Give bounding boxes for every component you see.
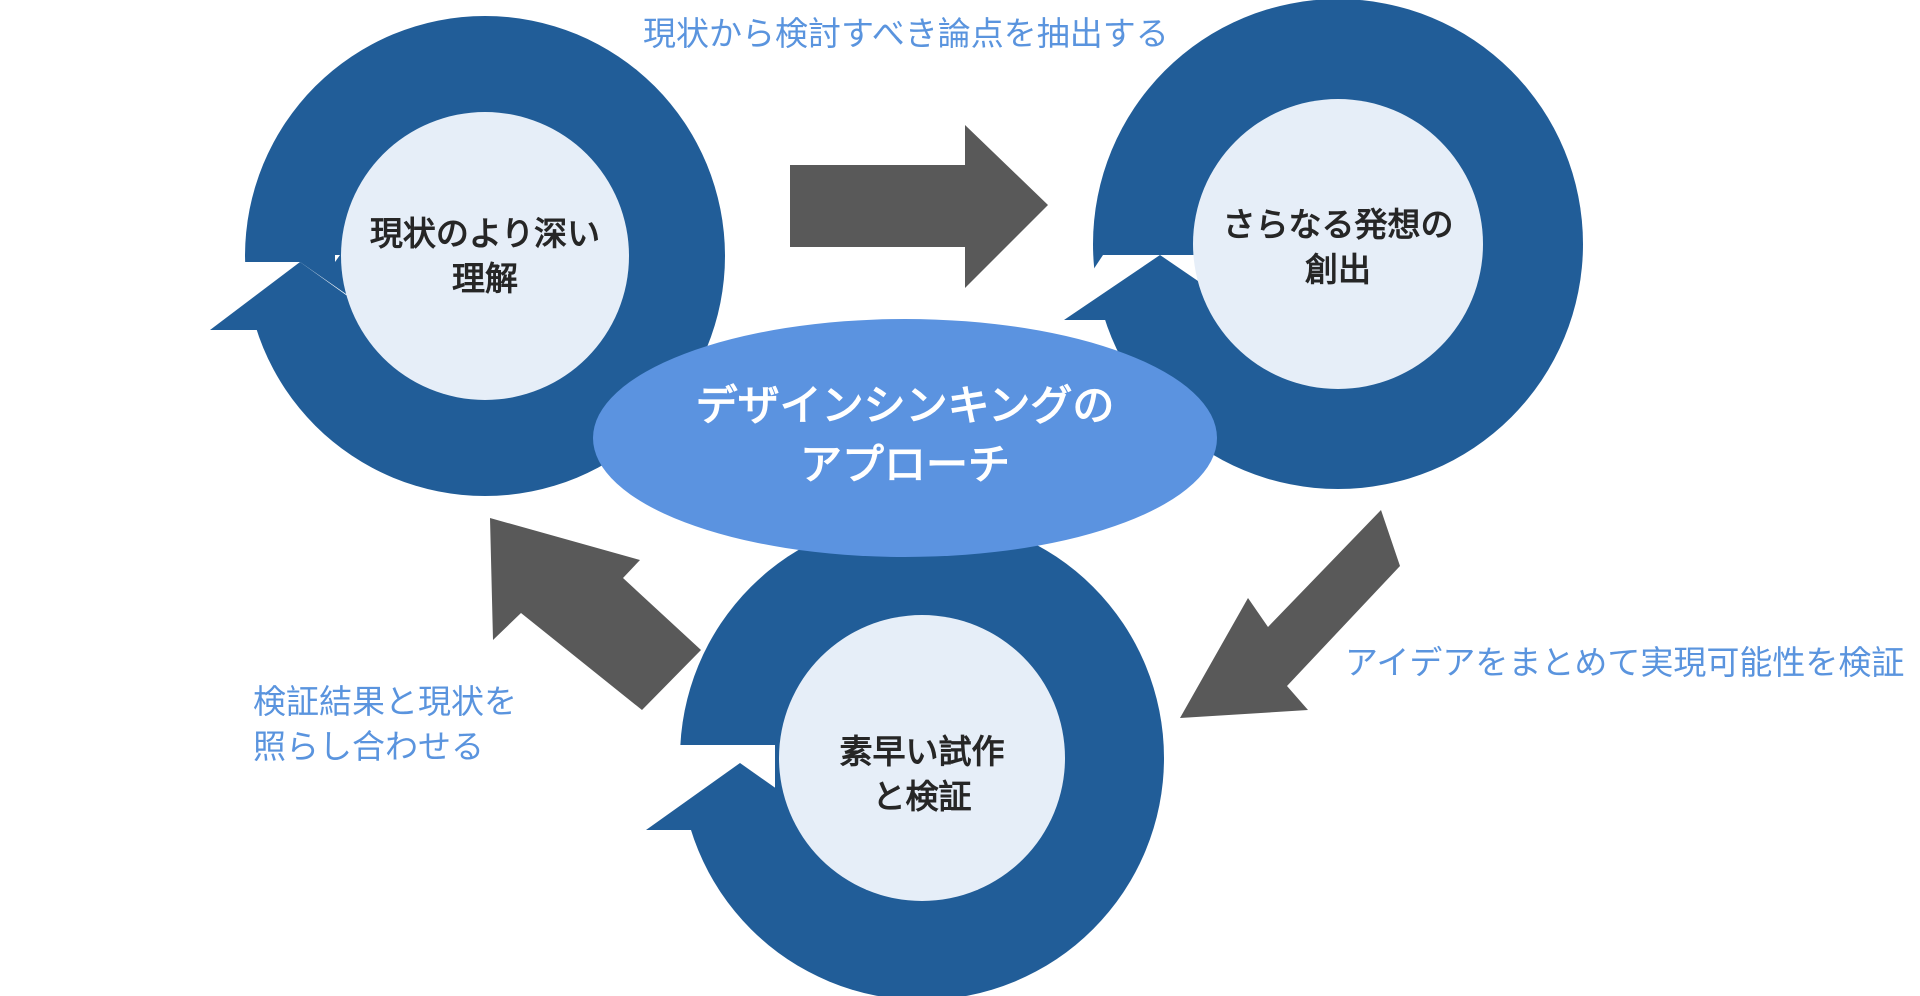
cycle-ideate xyxy=(1060,0,1583,489)
cycle-label-prototype: 素早い試作 と検証 xyxy=(772,730,1072,820)
center-title-line1: デザインシンキングの xyxy=(695,381,1115,430)
annotation-left-line2: 照らし合わせる xyxy=(253,726,484,766)
cycle-label-understand: 現状のより深い 理解 xyxy=(335,212,635,302)
center-title: デザインシンキングの アプローチ xyxy=(605,377,1205,495)
circular-arrow-icon xyxy=(646,763,835,830)
center-ellipse xyxy=(593,319,1217,557)
cycle-label-line2: 理解 xyxy=(452,258,518,298)
annotation-right: アイデアをまとめて実現可能性を検証 xyxy=(1345,643,1905,682)
cycle-label-line2: と検証 xyxy=(872,776,972,816)
cycle-inner xyxy=(341,112,629,400)
cycle-understand xyxy=(210,16,725,496)
cycle-prototype xyxy=(640,516,1164,996)
annotation-left: 検証結果と現状を 照らし合わせる xyxy=(253,680,517,770)
cycle-inner xyxy=(779,615,1065,901)
cycle-label-line2: 創出 xyxy=(1305,249,1371,289)
block-arrow-icon xyxy=(790,125,1048,288)
block-arrow-icon xyxy=(490,518,701,710)
cycle-label-line1: さらなる発想の xyxy=(1222,205,1454,244)
annotation-left-line1: 検証結果と現状を xyxy=(253,682,517,721)
cycle-inner xyxy=(1193,99,1483,389)
annotation-top: 現状から検討すべき論点を抽出する xyxy=(643,14,1169,53)
cycle-label-line1: 現状のより深い xyxy=(369,214,601,253)
circular-arrow-icon xyxy=(210,262,395,330)
block-arrow-icon xyxy=(1180,510,1400,718)
cycle-label-line1: 素早い試作 xyxy=(839,732,1005,771)
cycle-label-ideate: さらなる発想の 創出 xyxy=(1188,203,1488,293)
center-title-line2: アプローチ xyxy=(799,439,1010,489)
